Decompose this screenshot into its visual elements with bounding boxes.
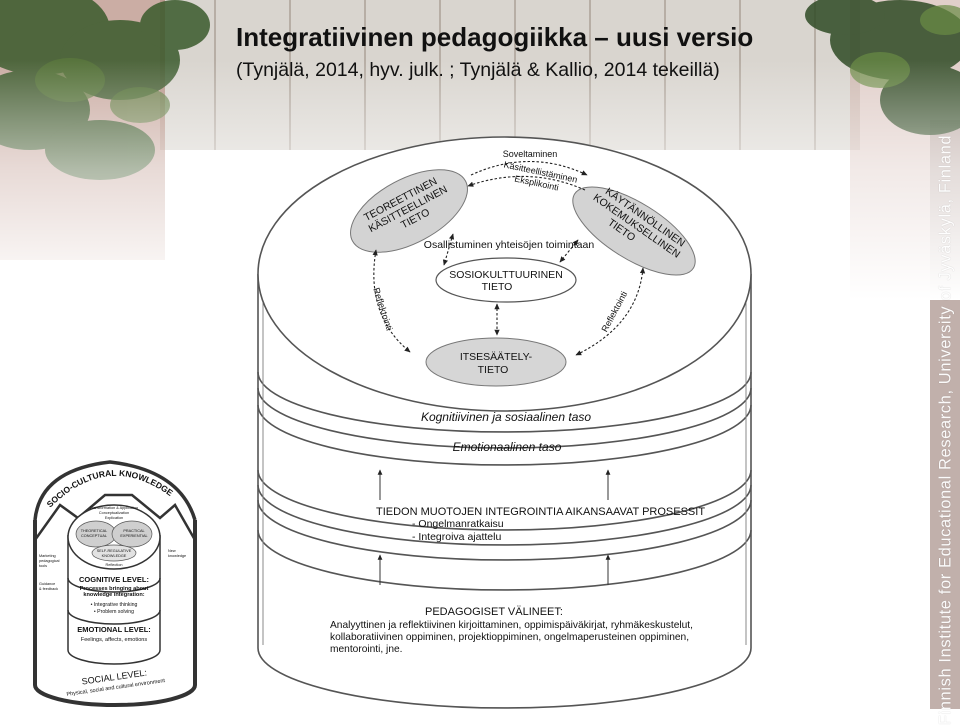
arrow-participation-left bbox=[442, 233, 455, 266]
mini-cognitive-sub-2: knowledge integration: bbox=[83, 592, 144, 598]
mini-node-bottom bbox=[91, 544, 137, 562]
mini-side-right-1b: knowledge bbox=[168, 554, 186, 558]
processes-heading: TIEDON MUOTOJEN INTEGROINTIA AIKANSAAVAT… bbox=[376, 506, 705, 518]
node-selfregulative-knowledge bbox=[425, 337, 567, 387]
mini-cognitive-item-2: • Problem solving bbox=[94, 609, 134, 615]
mini-emotional-sub: Feelings, affects, emotions bbox=[81, 637, 148, 643]
process-item-2: - Integroiva ajattelu bbox=[412, 531, 501, 543]
node-selfregulative-line-1: ITSESÄÄTELY- bbox=[460, 351, 533, 363]
arrow-reflection-right bbox=[575, 267, 646, 356]
slide-title: Integratiivinen pedagogiikka – uusi vers… bbox=[236, 22, 754, 52]
mini-side-left-1a: Marketing bbox=[39, 554, 56, 558]
level-cognitive-social: Kognitiivinen ja sosiaalinen taso bbox=[421, 410, 591, 424]
tools-line-3: mentorointi, jne. bbox=[330, 644, 402, 655]
node-sociocultural-line-2: TIETO bbox=[482, 281, 513, 293]
mini-node-left-line-1: THEORETICAL bbox=[81, 529, 108, 533]
mini-outer-cylinder bbox=[33, 460, 197, 707]
label-application: Soveltaminen bbox=[503, 149, 558, 159]
mini-side-left-1c: tools bbox=[39, 564, 47, 568]
mini-top-line-2: Conceptualization bbox=[99, 511, 129, 515]
node-theoretical-knowledge bbox=[350, 169, 468, 253]
tools-heading: PEDAGOGISET VÄLINEET: bbox=[425, 606, 563, 618]
mini-node-right-line-2: EXPERIENTIAL bbox=[120, 534, 147, 538]
slide-subtitle: (Tynjälä, 2014, hyv. julk. ; Tynjälä & K… bbox=[236, 59, 720, 81]
mini-top-line-1: Transformation & Application bbox=[90, 506, 138, 510]
process-item-1: - Ongelmanratkaisu bbox=[412, 518, 504, 530]
tools-line-1: Analyyttinen ja reflektiivinen kirjoitta… bbox=[330, 620, 693, 631]
cylinder-body bbox=[257, 274, 752, 709]
level-emotional: Emotionaalinen taso bbox=[453, 440, 562, 454]
node-selfregulative-line-2: TIETO bbox=[478, 364, 509, 376]
mini-emotional-label: EMOTIONAL LEVEL: bbox=[77, 625, 151, 634]
mini-cognitive-item-1: • Integrative thinking bbox=[91, 602, 138, 608]
mini-side-left-1b: pedagogical bbox=[39, 559, 60, 563]
mini-node-bottom-line-1: SELF-REGULATIVE bbox=[97, 549, 132, 553]
arrow-reflection-left bbox=[372, 249, 411, 353]
mini-side-left-2b: & feedback bbox=[39, 587, 58, 591]
mini-cognitive-sub-1: Processes bringing about bbox=[80, 586, 149, 592]
arrow-conceptualization bbox=[467, 175, 586, 191]
arrow-application bbox=[470, 160, 588, 176]
mini-node-bottom-line-2: KNOWLEDGE bbox=[102, 554, 127, 558]
mini-side-right-1a: New bbox=[168, 549, 176, 553]
mini-node-right bbox=[111, 520, 153, 548]
mini-reflection: Reflection bbox=[106, 563, 123, 567]
arrow-participation-right bbox=[559, 239, 579, 263]
mini-top-line-3: Explication bbox=[105, 516, 123, 520]
tools-line-2: kollaboratiivinen oppiminen, projektiopp… bbox=[330, 632, 689, 643]
integrative-pedagogy-model-english: SOCIO-CULTURAL KNOWLEDGE Transformation … bbox=[33, 460, 197, 707]
label-participation: Osallistuminen yhteisöjen toimintaan bbox=[424, 239, 595, 251]
node-practical-knowledge bbox=[572, 186, 696, 276]
mini-node-right-line-1: PRACTICAL bbox=[123, 529, 144, 533]
node-sociocultural-line-1: SOSIOKULTTUURINEN bbox=[449, 269, 563, 281]
integrative-pedagogy-diagram: TEOREETTINEN KÄSITTEELLINEN TIETO KÄYTÄN… bbox=[257, 136, 752, 709]
mini-cognitive-label: COGNITIVE LEVEL: bbox=[79, 575, 149, 584]
mini-side-left-2a: Guidance bbox=[39, 582, 55, 586]
mini-node-left-line-2: CONCEPTUAL bbox=[81, 534, 107, 538]
